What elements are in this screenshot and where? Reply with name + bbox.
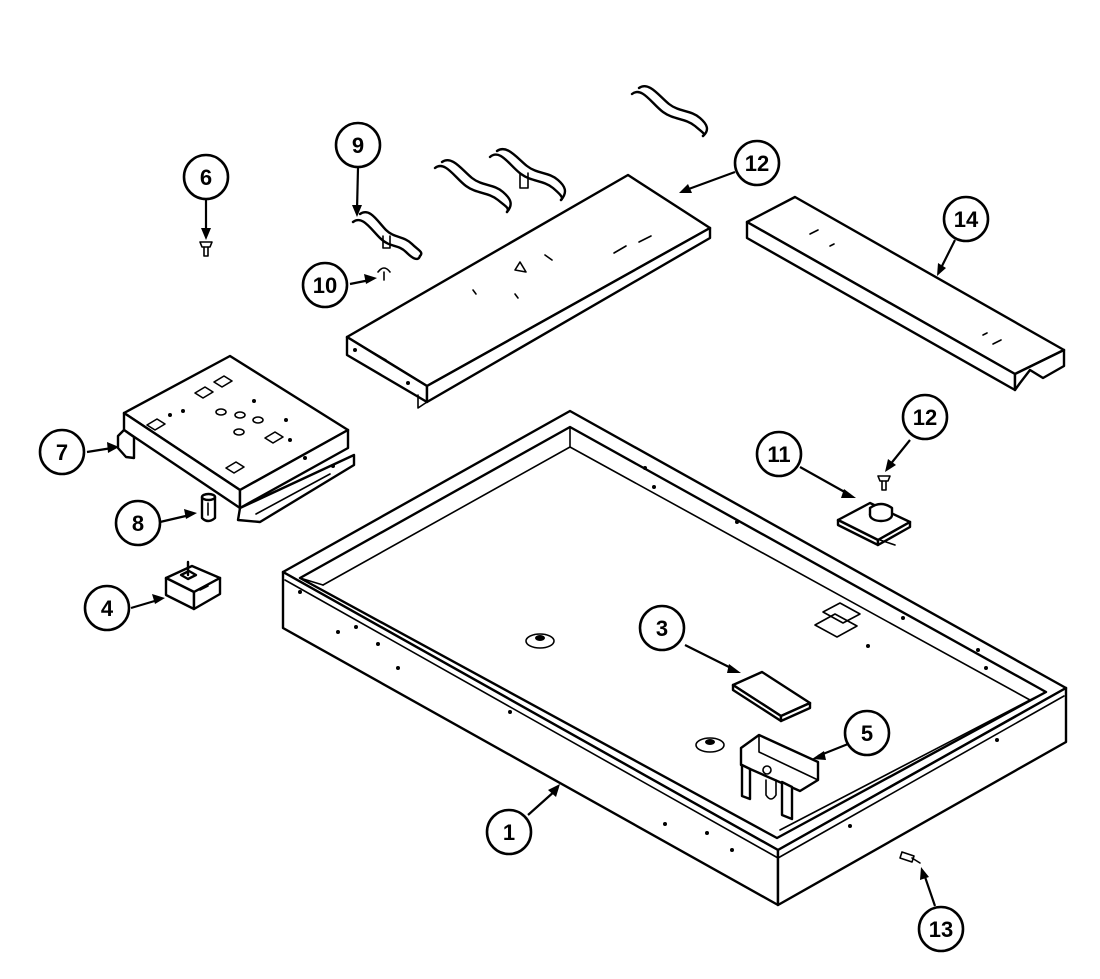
callout-5: 5 <box>843 709 891 757</box>
callout-1-label: 1 <box>503 820 515 845</box>
part-8-post <box>200 492 217 523</box>
part-12-rail <box>345 173 712 409</box>
callout-3-label: 3 <box>656 616 668 641</box>
leader-arrows <box>86 167 956 907</box>
callout-13: 13 <box>917 905 965 953</box>
callout-4-label: 4 <box>101 596 114 621</box>
wire-harnesses <box>351 85 709 261</box>
callout-7: 7 <box>38 428 86 476</box>
part-11-plate <box>836 501 912 547</box>
callout-6-label: 6 <box>200 165 212 190</box>
callout-6: 6 <box>182 153 230 201</box>
callout-9: 9 <box>334 121 382 169</box>
callout-14: 14 <box>942 195 990 243</box>
callout-10: 10 <box>301 261 349 309</box>
callout-4: 4 <box>83 584 131 632</box>
callout-12-rail: 12 <box>733 139 781 187</box>
callout-11-label: 11 <box>767 442 790 467</box>
callout-7-label: 7 <box>56 440 68 465</box>
callout-9-label: 9 <box>352 133 364 158</box>
part-10-clip <box>377 267 391 281</box>
part-5-bracket <box>739 733 820 821</box>
callout-5-label: 5 <box>861 721 873 746</box>
callout-12-rail-label: 12 <box>745 151 769 176</box>
callout-12-screw-label: 12 <box>913 405 937 430</box>
part-4-switch <box>164 560 222 611</box>
callout-10-label: 10 <box>313 273 337 298</box>
part-3-pad <box>731 670 812 723</box>
callout-11: 11 <box>755 430 803 478</box>
part-1-base-pan <box>281 409 1068 907</box>
callout-13-label: 13 <box>929 917 953 942</box>
callout-12-screw: 12 <box>901 393 949 441</box>
part-13-screw <box>899 851 921 864</box>
callout-3: 3 <box>638 604 686 652</box>
callout-1: 1 <box>485 808 533 856</box>
part-12-screw <box>877 475 891 491</box>
part-7-control-box <box>116 354 356 524</box>
part-14-rail <box>745 195 1066 392</box>
callout-8-label: 8 <box>132 511 144 536</box>
callout-14-label: 14 <box>954 207 979 232</box>
part-6-screw <box>199 241 213 257</box>
callout-8: 8 <box>114 499 162 547</box>
